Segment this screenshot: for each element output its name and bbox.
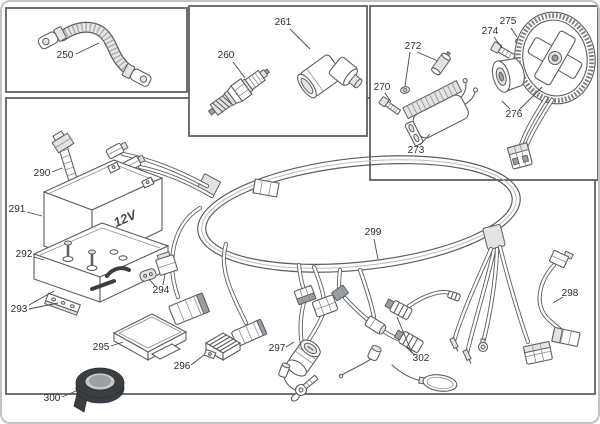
part-label-298: 298 — [562, 288, 579, 299]
part-label-296: 296 — [174, 361, 191, 372]
part-label-250: 250 — [57, 50, 74, 61]
fuse-strap-290 — [51, 130, 81, 192]
part-label-294: 294 — [153, 285, 170, 296]
part-number-labels: 250 260 261 270 272 273 274 275 276 290 … — [9, 16, 579, 404]
part-label-292: 292 — [16, 249, 33, 260]
battery-tray-292 — [32, 222, 170, 303]
ground-strap-illustration — [37, 21, 152, 87]
six-pin-connector — [522, 340, 553, 365]
rubber-strap — [105, 266, 131, 278]
ring-terminal — [121, 63, 152, 87]
part-label-295: 295 — [93, 342, 110, 353]
spark-plug-illustration — [207, 68, 271, 116]
jumper-wire-298 — [537, 249, 581, 347]
part-label-297: 297 — [269, 343, 286, 354]
bolt-270 — [378, 96, 402, 116]
switch-connector — [293, 285, 317, 306]
part-label-293: 293 — [11, 304, 28, 315]
part-label-273: 273 — [408, 145, 425, 156]
cdi-unit-295 — [112, 313, 188, 361]
harness-tape-band — [252, 178, 280, 198]
part-label-260: 260 — [218, 50, 235, 61]
part-label-290: 290 — [34, 168, 51, 179]
dust-cap — [278, 362, 291, 378]
inset-box-ground-strap — [5, 7, 188, 93]
ignition-switch-297 — [278, 285, 339, 402]
spade-terminal — [462, 348, 472, 364]
tape-roll-300 — [73, 367, 125, 413]
part-label-274: 274 — [482, 26, 499, 37]
magneto-connector — [506, 142, 533, 170]
ring-terminal — [37, 26, 67, 50]
ignition-coil-273 — [402, 78, 479, 147]
rubber-strap — [90, 279, 116, 291]
blanking-cap — [418, 374, 458, 392]
flywheel-illustration — [514, 11, 596, 105]
lock-cylinder — [286, 339, 321, 377]
spade-terminal — [449, 336, 459, 352]
part-label-261: 261 — [275, 17, 292, 28]
part-label-300: 300 — [44, 393, 61, 404]
resistor-cap — [447, 290, 461, 302]
washer-272 — [400, 86, 410, 94]
part-label-302: 302 — [413, 353, 430, 364]
ring-terminal — [477, 338, 489, 353]
rotor-276 — [491, 57, 525, 93]
part-label-299: 299 — [365, 227, 382, 238]
part-label-272: 272 — [405, 41, 422, 52]
switch-connector — [311, 294, 339, 318]
spark-plug-cap-illustration — [297, 54, 363, 99]
bracket-293 — [43, 292, 82, 316]
part-label-291: 291 — [9, 204, 26, 215]
spacer-272 — [431, 51, 451, 76]
regulator-296 — [203, 332, 242, 361]
bolt-274 — [490, 41, 517, 62]
multi-pin-connector — [168, 292, 211, 325]
connectors-294 — [139, 251, 179, 282]
key — [290, 374, 319, 402]
part-label-270: 270 — [374, 82, 391, 93]
resistor-cap — [384, 298, 413, 320]
part-label-275: 275 — [500, 16, 517, 27]
leader-lines — [26, 27, 564, 398]
bullet-connector — [105, 141, 129, 160]
part-label-276: 276 — [506, 109, 523, 120]
